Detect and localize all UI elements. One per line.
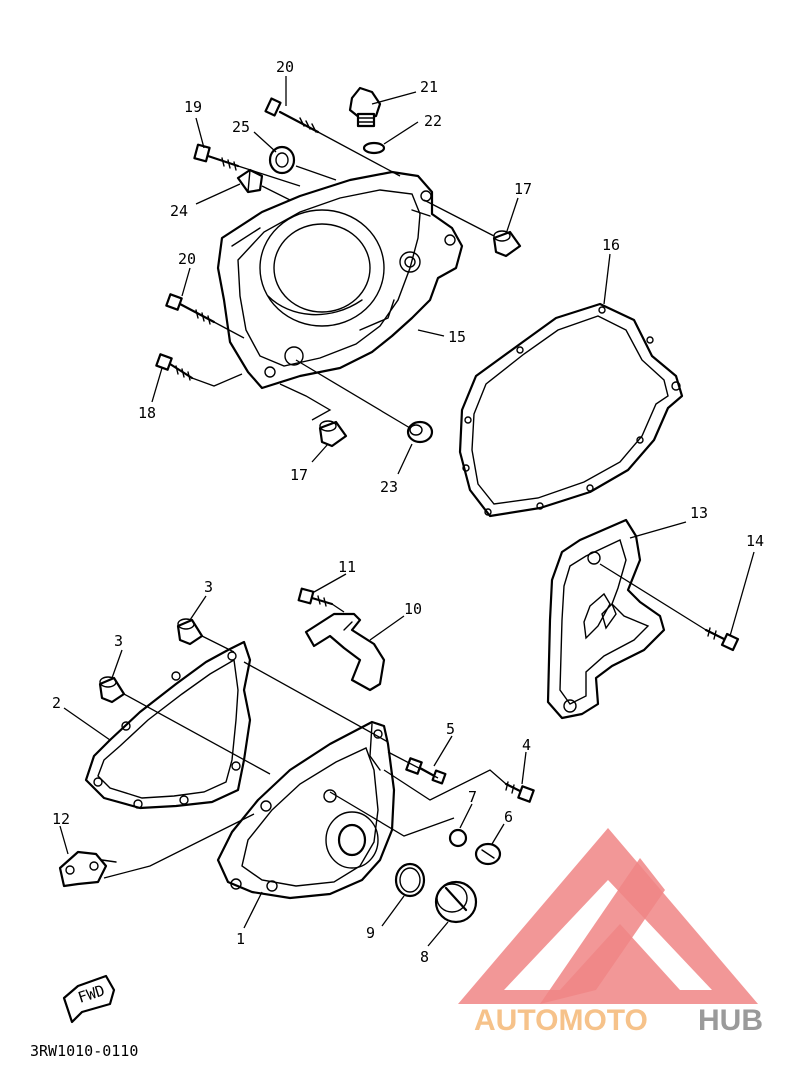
label-13: 13 (690, 504, 708, 522)
dowel-17-upper (492, 230, 522, 258)
bolt-11 (297, 587, 334, 607)
label-1: 1 (236, 930, 245, 948)
watermark-logo (458, 828, 758, 1004)
label-14: 14 (746, 532, 764, 550)
label-20-top: 20 (276, 58, 294, 76)
label-17-lower: 17 (290, 466, 308, 484)
label-24: 24 (170, 202, 188, 220)
label-12: 12 (52, 810, 70, 828)
bolt-4 (504, 781, 535, 803)
gasket-16 (458, 302, 684, 518)
bolt-20-left (165, 293, 216, 325)
plug-6 (474, 842, 502, 866)
dowel-17-lower (318, 420, 348, 448)
magneto-cover (216, 720, 396, 900)
label-16: 16 (602, 236, 620, 254)
crankcase-cover (216, 170, 464, 390)
callout-labels: 20 21 22 19 25 24 17 16 20 15 18 17 23 1… (52, 58, 764, 966)
label-8: 8 (420, 948, 429, 966)
watermark-text-2: HUB (698, 1004, 763, 1037)
label-5: 5 (446, 720, 455, 738)
bolt-20-top (264, 97, 320, 134)
label-20-left: 20 (178, 250, 196, 268)
upper-assembly-lines (191, 131, 495, 429)
drawing-code: 3RW1010-0110 (30, 1042, 138, 1060)
label-7: 7 (468, 788, 477, 806)
label-2: 2 (52, 694, 61, 712)
label-3-lower: 3 (114, 632, 123, 650)
label-22: 22 (424, 112, 442, 130)
bolt-5 (405, 757, 447, 785)
plug-8 (434, 880, 478, 924)
damper-24 (236, 168, 264, 194)
o-ring-9 (394, 862, 426, 898)
o-ring-7 (448, 828, 468, 848)
label-3-upper: 3 (204, 578, 213, 596)
label-6: 6 (504, 808, 513, 826)
bolt-19 (193, 143, 240, 171)
bolt-18 (155, 353, 194, 381)
watermark-text-1: AUTOMOTO (474, 1004, 648, 1037)
sprocket-cover-13 (546, 518, 666, 720)
label-4: 4 (522, 736, 531, 754)
dowel-3-lower (98, 676, 126, 704)
leader-14-line (599, 563, 707, 631)
label-10: 10 (404, 600, 422, 618)
oil-seal-25 (268, 145, 296, 175)
oil-seal-23 (406, 420, 434, 444)
label-17-upper: 17 (514, 180, 532, 198)
label-9: 9 (366, 924, 375, 942)
forward-arrow: FWD (62, 974, 116, 1024)
oil-plug-21 (348, 86, 382, 128)
label-25: 25 (232, 118, 250, 136)
label-21: 21 (420, 78, 438, 96)
dowel-3-upper (176, 618, 204, 646)
label-19: 19 (184, 98, 202, 116)
label-11: 11 (338, 558, 356, 576)
lower-assembly-lines (103, 603, 507, 879)
bolt-14 (704, 627, 740, 652)
clamp-10 (304, 612, 386, 692)
label-15: 15 (448, 328, 466, 346)
gasket-2 (84, 640, 252, 810)
label-23: 23 (380, 478, 398, 496)
o-ring-22 (362, 141, 386, 155)
bracket-12 (58, 850, 117, 888)
label-18: 18 (138, 404, 156, 422)
leader-lines (59, 76, 755, 947)
